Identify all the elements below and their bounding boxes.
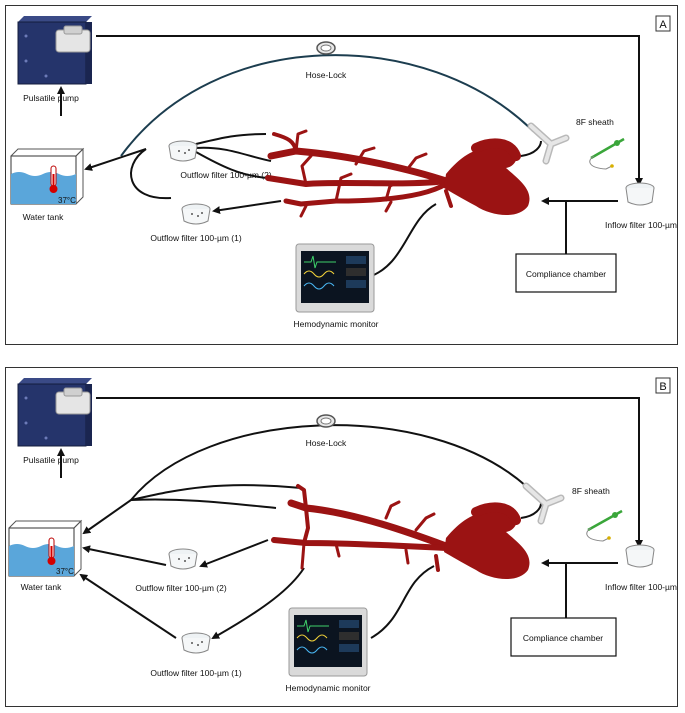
panel-tag: B [659,381,666,393]
panel-a-drawing: A Hose-Lock Pulsatile pump 37° [10,15,677,329]
vessel-to-outflow1-tube [211,567,305,639]
diagram-panel-a: A Hose-Lock Pulsatile pump 37° [5,5,678,345]
panel-tag-box [655,15,671,32]
panel-tag: A [659,19,667,31]
tank-temperature: 37°C [56,567,74,576]
sheath-label: 8F sheath [572,486,610,496]
thermometer-icon [49,165,58,193]
panel-b-drawing: B Hose-Lock Pulsatile pump 37°C Wa [8,377,677,693]
sheath-return-tube [120,54,534,157]
sheath-connector-icon [522,482,565,525]
diagram-panel-b: B Hose-Lock Pulsatile pump 37°C Wa [5,367,678,707]
vessel-branch-tube-2 [195,146,272,162]
pump-to-inflow-tube [96,35,643,186]
pump-to-inflow-tube [96,397,643,548]
pump-label: Pulsatile pump [23,455,79,465]
compliance-chamber-box [510,617,617,657]
sheath-to-aorta-tube [520,502,542,519]
monitor-cable [365,203,437,279]
hose-lock-label: Hose-Lock [306,438,347,448]
tank-temperature: 37°C [58,196,76,205]
pump-label: Pulsatile pump [23,93,79,103]
water-tank-icon [10,147,85,205]
hose-lock-label: Hose-Lock [306,70,347,80]
hemodynamic-monitor-icon [295,243,375,313]
water-tank-label: Water tank [21,582,63,592]
vessel-branch-tube-2 [130,498,277,509]
outflow-filter-2-icon [168,548,198,570]
inflow-filter-label: Inflow filter 100-µm [605,220,677,230]
outflow-filter-2-label: Outflow filter 100-µm (2) [135,583,227,593]
vessel-branch-tube-1 [130,484,302,501]
inflow-filter-icon [625,182,655,206]
tank-loop-tube [130,148,172,200]
outflow-filter-2-label: Outflow filter 100-µm (2) [180,170,272,180]
hose-lock-clamp-icon [316,414,336,428]
vessel-model [271,484,450,572]
aneurysm-sac [444,138,530,216]
hemodynamic-monitor-icon [288,607,368,677]
monitor-label: Hemodynamic monitor [293,319,378,329]
panel-tag-box [655,377,671,394]
outflow2-to-tank-tube [84,148,147,171]
vessel-branch-tube-1 [195,133,267,145]
outflow-filter-2-icon [168,140,198,162]
compliance-chamber-label: Compliance chamber [526,269,606,279]
vessel-branch-tube-3 [195,151,269,179]
pulsatile-pump-icon [17,16,92,85]
hose-lock-clamp-icon [316,41,336,55]
vessel-to-outflow1-tube [212,200,282,215]
pulsatile-pump-icon [17,378,92,447]
sheath-to-aorta-tube [520,140,542,157]
outflow-filter-1-label: Outflow filter 100-µm (1) [150,233,242,243]
inflow-filter-icon [625,544,655,568]
outflow-filter-1-label: Outflow filter 100-µm (1) [150,668,242,678]
outflow-filter-1-icon [181,632,211,654]
vessel-model [265,129,453,218]
compliance-chamber-box [515,253,617,293]
vessel-to-outflow2-tube [199,539,269,568]
aneurysm-sac [444,502,530,580]
water-tank-icon [8,519,83,577]
compliance-chamber-label: Compliance chamber [523,633,603,643]
inflow-filter-label: Inflow filter 100-µm [605,582,677,592]
thermometer-icon [47,537,56,565]
sheath-connector-icon [527,122,570,165]
outflow1-to-tank-tube [79,573,177,639]
vessel-to-tank-tube [82,499,132,535]
sheath-label: 8F sheath [576,117,614,127]
monitor-cable [370,565,435,639]
sheath-catheter-icon [589,137,625,170]
monitor-label: Hemodynamic monitor [285,683,370,693]
water-tank-label: Water tank [23,212,65,222]
sheath-catheter-icon [586,509,623,542]
outflow2-to-tank-tube [82,545,167,566]
outflow-filter-1-icon [181,203,211,225]
